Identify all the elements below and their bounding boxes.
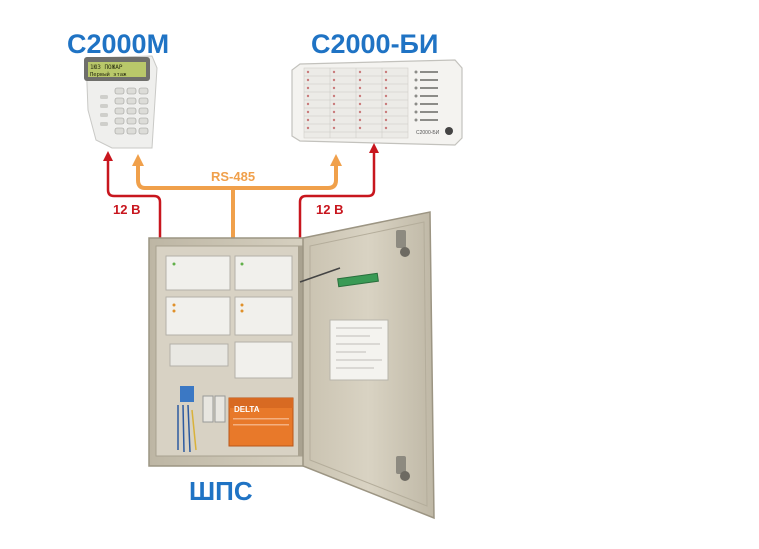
- module-5: [169, 343, 229, 367]
- module-6: [234, 341, 293, 379]
- module-1: [165, 255, 231, 291]
- indicator-device: С2000-БИ: [291, 59, 463, 146]
- door-switch-board: [337, 272, 379, 288]
- keypad-lcd-line1: 1ЮЗ ПОЖАР: [90, 64, 123, 71]
- power-left-label: 12 В: [113, 202, 140, 217]
- power-right-label: 12 В: [316, 202, 343, 217]
- door-lock-top: [396, 230, 406, 248]
- keypad-buttons: [114, 87, 149, 135]
- indicator-status-column: [414, 70, 438, 122]
- indicator-key-switch: [445, 127, 453, 135]
- cabinet-modules: [165, 255, 293, 379]
- cabinet-title: ШПС: [189, 476, 253, 506]
- power-line-left: [103, 151, 162, 240]
- door-lock-bottom: [396, 456, 406, 474]
- indicator-brand: С2000-БИ: [416, 130, 440, 136]
- cabinet: DELTA: [148, 237, 310, 467]
- keypad-title: С2000М: [67, 29, 169, 59]
- keypad-function-buttons: [100, 95, 108, 126]
- keypad-lcd-line2: Первый этаж: [90, 72, 127, 78]
- cabinet-wiring: [177, 386, 226, 453]
- rs485-label: RS-485: [211, 169, 255, 184]
- cabinet-door: [299, 211, 435, 520]
- indicator-title: С2000-БИ: [311, 29, 438, 59]
- battery-brand: DELTA: [234, 405, 260, 414]
- indicator-leds: [306, 70, 388, 130]
- rs485-bus: [132, 154, 342, 238]
- battery: DELTA: [228, 397, 294, 447]
- power-line-right: [298, 143, 379, 240]
- module-3: [165, 296, 231, 336]
- module-2: [234, 255, 293, 291]
- terminal-block: [180, 386, 194, 402]
- keypad-lcd: [88, 62, 146, 77]
- module-4: [234, 296, 293, 336]
- cabinet-hinge: [298, 246, 303, 456]
- door-schematic-sheet: [329, 319, 389, 381]
- keypad-device: 1ЮЗ ПОЖАР Первый этаж: [84, 55, 158, 149]
- indicator-grid: [304, 68, 408, 138]
